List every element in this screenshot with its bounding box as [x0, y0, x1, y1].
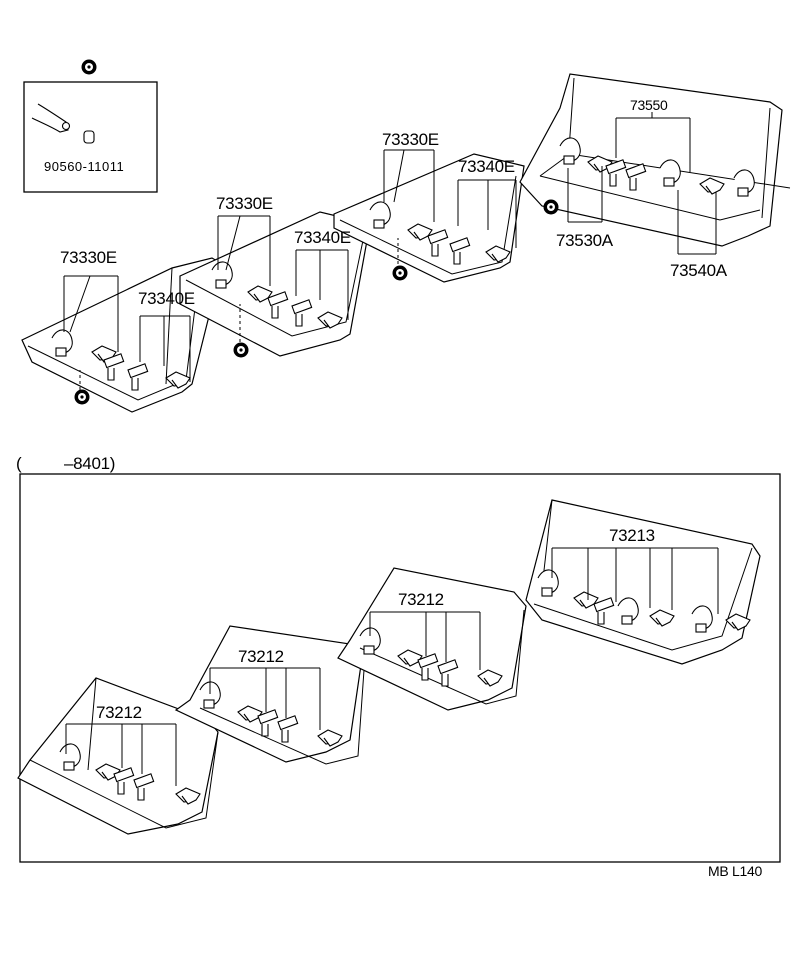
ring-mark-icon: [81, 59, 97, 75]
part-label-73530a: 73530A: [556, 231, 613, 250]
inset-part-number: 90560-11011: [44, 159, 125, 174]
range-open-paren: (: [16, 454, 22, 473]
lower-frame: [19, 473, 781, 863]
part-label-73212-3: 73212: [398, 590, 444, 609]
ring-mark-icon: [392, 265, 408, 281]
footer-code: MB L140: [708, 863, 762, 879]
lower-seat-1: [17, 677, 219, 835]
ring-mark-icon: [233, 342, 249, 358]
part-label-73330e-a: 73330E: [60, 248, 117, 267]
part-label-73212-1: 73212: [96, 703, 142, 722]
lower-seat-2: [174, 625, 365, 765]
lower-seat-4: [525, 499, 761, 665]
part-label-73550: 73550: [630, 97, 668, 113]
seat-a: [21, 257, 223, 413]
seat-c: [333, 149, 525, 283]
inset-box: [23, 59, 158, 193]
part-label-73340e-c: 73340E: [458, 157, 515, 176]
ring-mark-icon: [543, 199, 559, 215]
seat-d: [519, 73, 791, 255]
part-label-73340e-a: 73340E: [138, 289, 195, 308]
part-label-73340e-b: 73340E: [294, 228, 351, 247]
part-label-73330e-b: 73330E: [216, 194, 273, 213]
part-label-73540a: 73540A: [670, 261, 727, 280]
seat-b: [179, 211, 371, 358]
part-label-73212-2: 73212: [238, 647, 284, 666]
ring-mark-icon: [74, 389, 90, 405]
range-label: –8401): [64, 454, 116, 473]
lower-seat-3: [337, 567, 527, 711]
part-label-73330e-c: 73330E: [382, 130, 439, 149]
part-label-73213: 73213: [609, 526, 655, 545]
